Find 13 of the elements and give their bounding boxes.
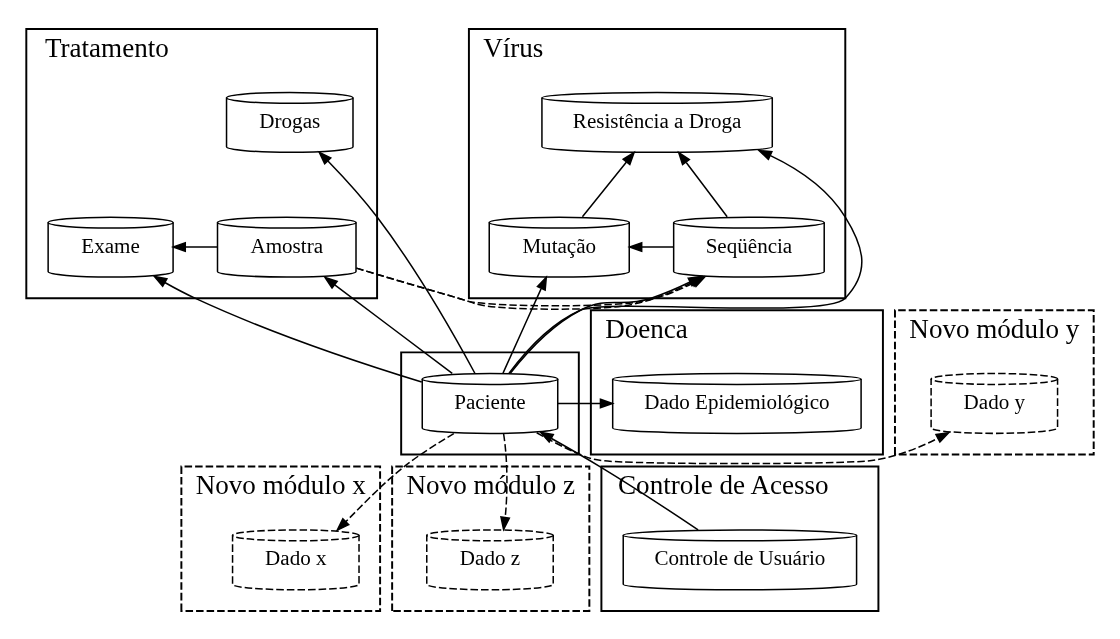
arrow (535, 431, 951, 464)
arrow (500, 432, 511, 532)
arrow (508, 149, 863, 374)
arrow (581, 150, 636, 217)
arrow (152, 274, 423, 383)
arrow (627, 241, 675, 252)
arrow (677, 150, 728, 217)
arrow (502, 274, 548, 374)
arrow (317, 150, 476, 374)
arrow (170, 241, 218, 252)
cluster (400, 350, 580, 456)
arrow (557, 397, 615, 409)
arrow (323, 275, 453, 374)
